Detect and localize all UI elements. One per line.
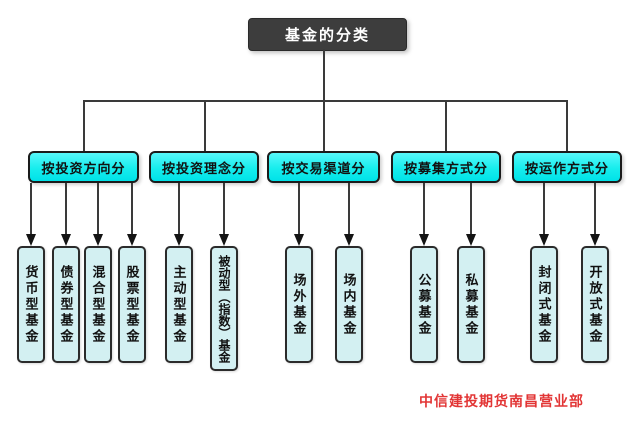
leaf-label: 货币型基金 (23, 264, 39, 345)
connector-line (445, 100, 447, 151)
connector-line (298, 183, 300, 235)
arrow-down-icon (61, 234, 71, 246)
connector-line (594, 183, 596, 235)
leaf-node-public-fund: 公募基金 (410, 246, 438, 363)
category-label: 按投资理念分 (161, 160, 246, 176)
leaf-node-money-fund: 货币型基金 (17, 246, 45, 363)
category-node-investment-direction: 按投资方向分 (28, 151, 139, 183)
connector-line (323, 100, 325, 151)
leaf-label: 混合型基金 (90, 264, 106, 345)
arrow-down-icon (174, 234, 184, 246)
leaf-label: 封闭式基金 (536, 264, 552, 345)
connector-line (30, 183, 32, 235)
arrow-down-icon (219, 234, 229, 246)
leaf-node-open-end-fund: 开放式基金 (581, 246, 609, 363)
category-node-fundraising-method: 按募集方式分 (391, 151, 501, 183)
leaf-label: 股票型基金 (124, 264, 140, 345)
arrow-down-icon (419, 234, 429, 246)
connector-line (131, 183, 133, 235)
connector-line (348, 183, 350, 235)
category-label: 按运作方式分 (524, 160, 609, 176)
arrow-down-icon (93, 234, 103, 246)
connector-line (83, 100, 85, 151)
leaf-node-closed-end-fund: 封闭式基金 (530, 246, 558, 363)
leaf-label: 场外基金 (291, 272, 307, 337)
leaf-label: 场内基金 (341, 272, 357, 337)
leaf-label: 私募基金 (463, 272, 479, 337)
category-node-investment-philosophy: 按投资理念分 (149, 151, 259, 183)
category-label: 按交易渠道分 (281, 160, 366, 176)
root-node-label: 基金的分类 (284, 27, 370, 44)
leaf-label: 主动型基金 (171, 264, 187, 345)
connector-line (97, 183, 99, 235)
arrow-down-icon (127, 234, 137, 246)
arrow-down-icon (344, 234, 354, 246)
category-label: 按募集方式分 (403, 160, 488, 176)
arrow-down-icon (539, 234, 549, 246)
leaf-label: 公募基金 (416, 272, 432, 337)
connector-line (223, 183, 225, 235)
connector-line (423, 183, 425, 235)
root-node: 基金的分类 (248, 18, 407, 51)
leaf-node-passive-index-fund: 被动型（指数）基金 (210, 246, 238, 371)
category-node-trading-channel: 按交易渠道分 (267, 151, 380, 183)
leaf-node-private-fund: 私募基金 (457, 246, 485, 363)
leaf-node-bond-fund: 债券型基金 (52, 246, 80, 363)
leaf-node-otc-fund: 场外基金 (285, 246, 313, 363)
category-node-operation-method: 按运作方式分 (512, 151, 622, 183)
connector-line (323, 49, 325, 101)
leaf-label: 开放式基金 (587, 264, 603, 345)
connector-line (83, 100, 568, 102)
leaf-node-hybrid-fund: 混合型基金 (84, 246, 112, 363)
arrow-down-icon (26, 234, 36, 246)
arrow-down-icon (294, 234, 304, 246)
connector-line (204, 100, 206, 151)
leaf-label: 被动型（指数）基金 (217, 254, 231, 363)
connector-line (65, 183, 67, 235)
leaf-node-active-fund: 主动型基金 (165, 246, 193, 363)
connector-line (178, 183, 180, 235)
credit-text: 中信建投期货南昌营业部 (419, 393, 584, 409)
connector-line (543, 183, 545, 235)
leaf-label: 债券型基金 (58, 264, 74, 345)
arrow-down-icon (466, 234, 476, 246)
category-label: 按投资方向分 (41, 160, 126, 176)
connector-line (566, 100, 568, 151)
connector-line (470, 183, 472, 235)
arrow-down-icon (590, 234, 600, 246)
leaf-node-exchange-fund: 场内基金 (335, 246, 363, 363)
leaf-node-stock-fund: 股票型基金 (118, 246, 146, 363)
